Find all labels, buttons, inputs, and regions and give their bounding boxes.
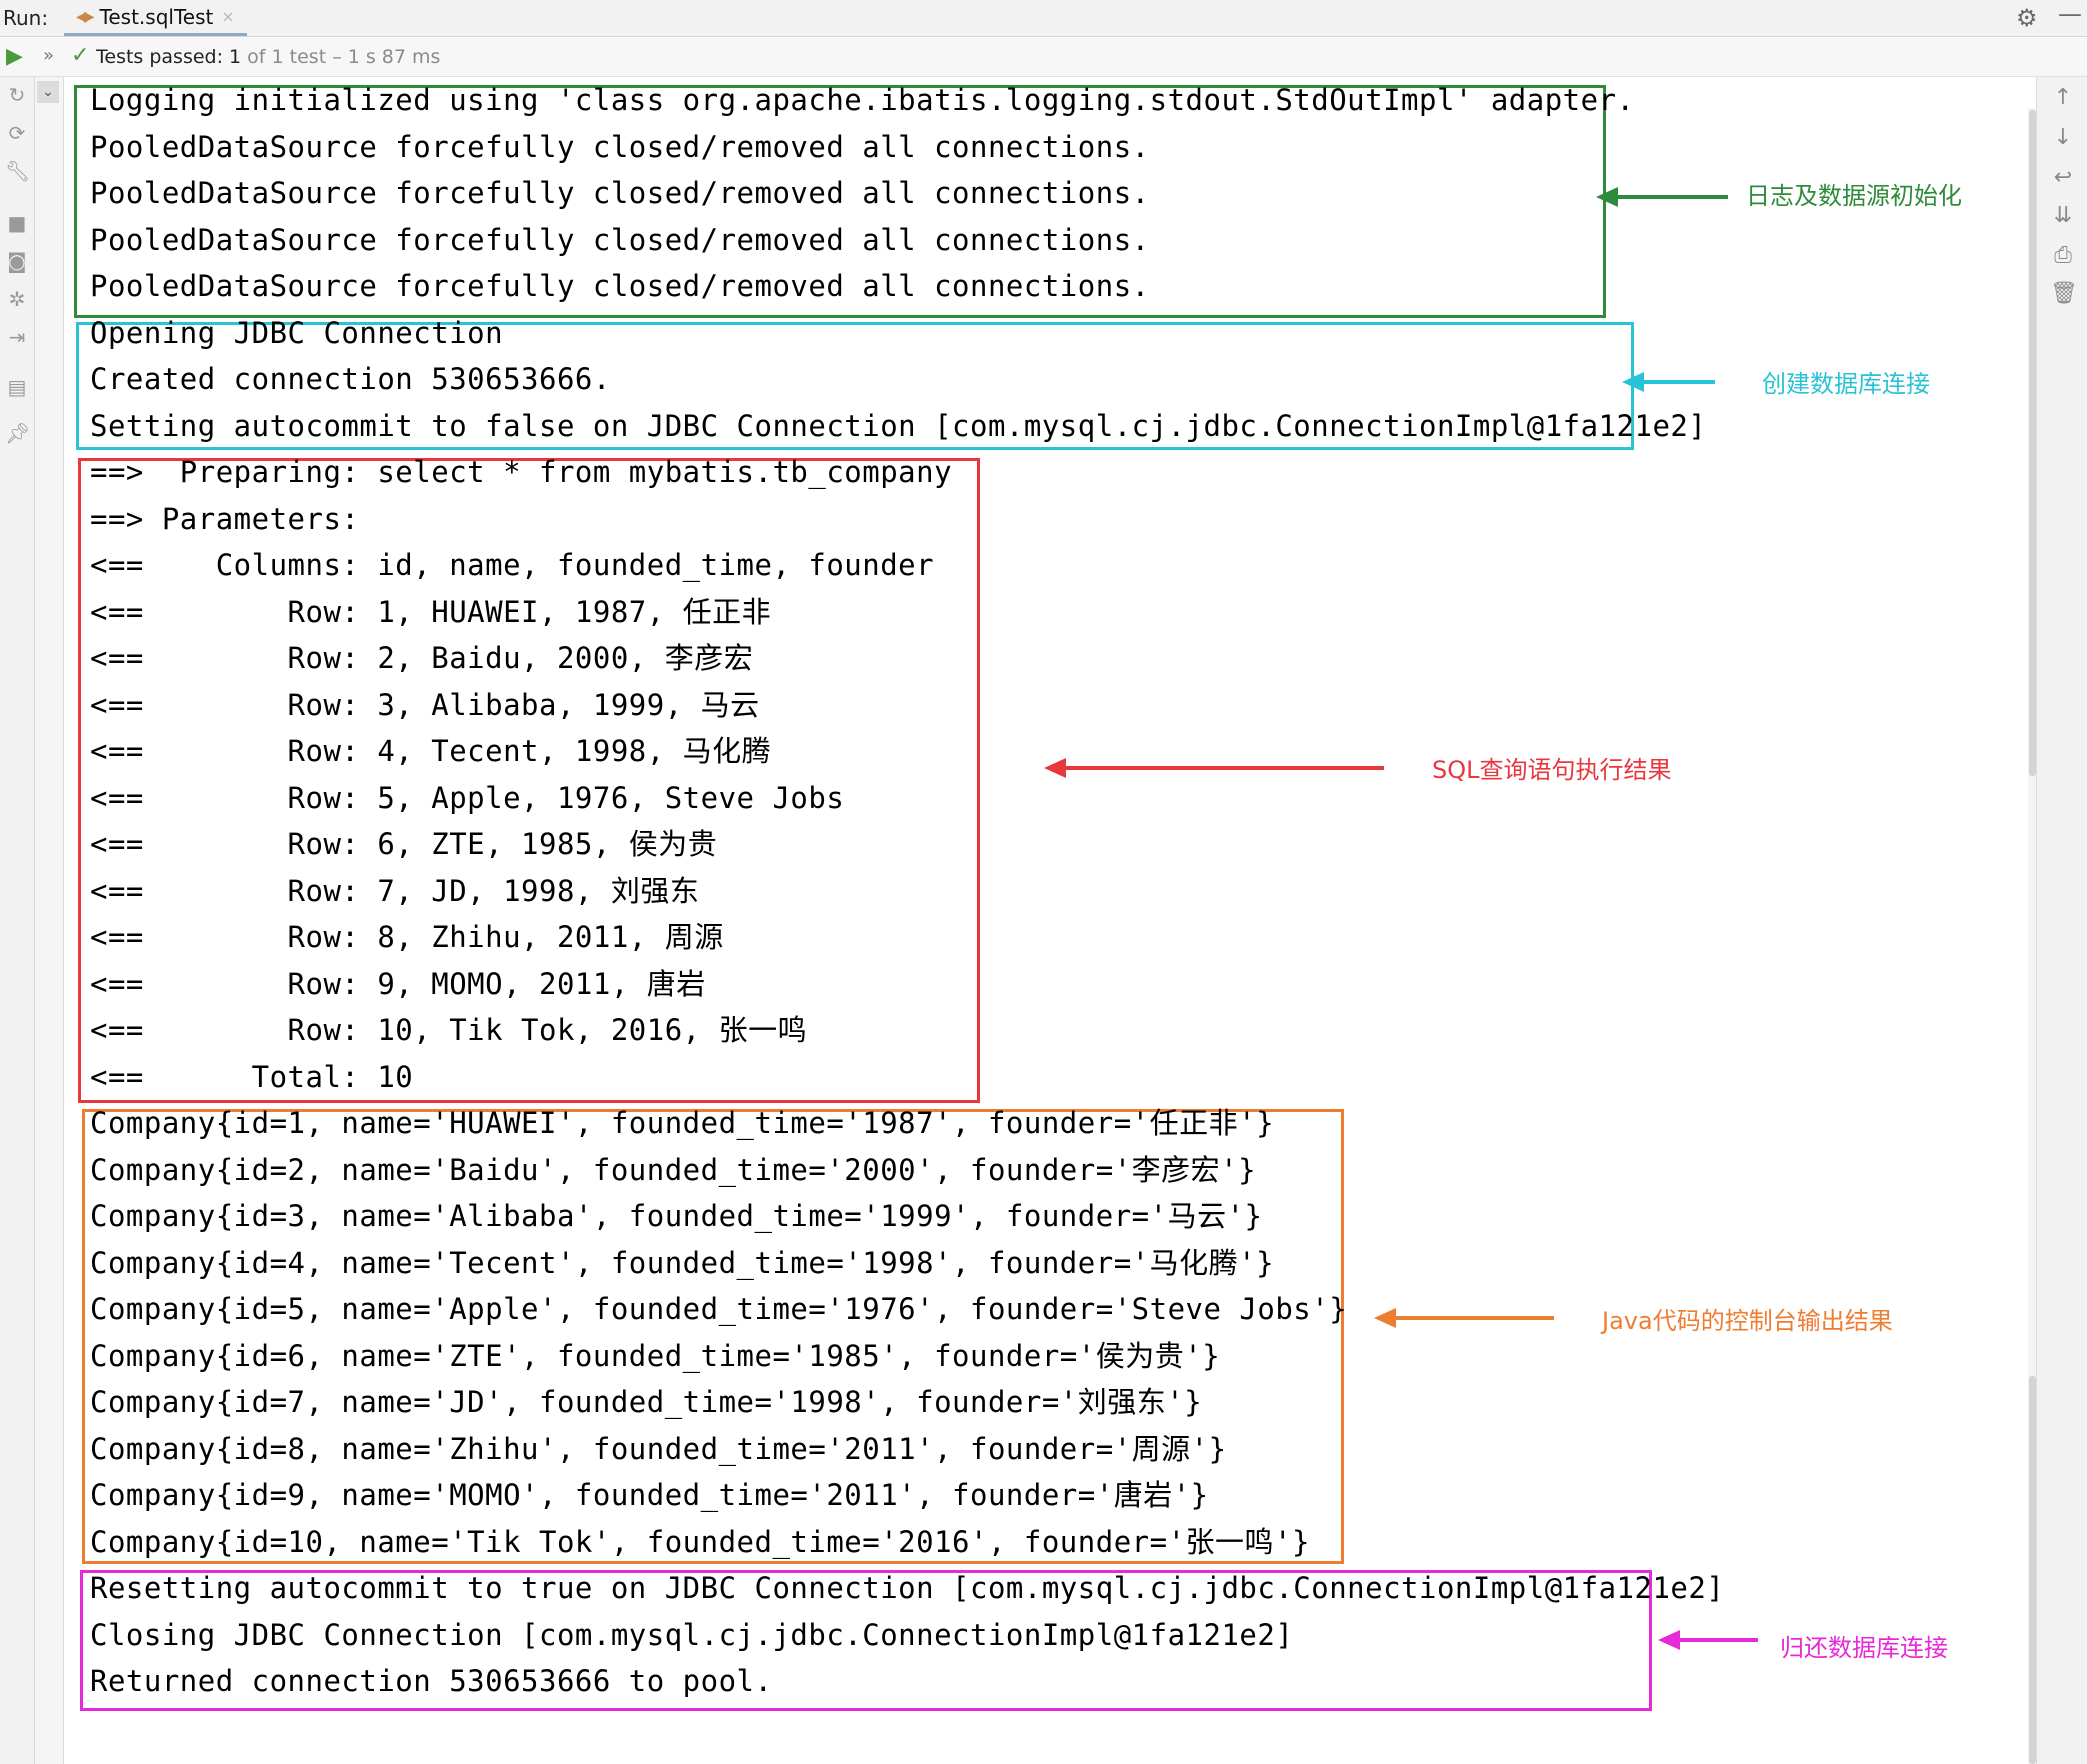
console-line: Company{id=7, name='JD', founded_time='1… [90, 1385, 1203, 1419]
rerun-failed-icon[interactable]: ↻ [8, 83, 26, 107]
console-line: Company{id=4, name='Tecent', founded_tim… [90, 1246, 1275, 1280]
test-status-bar: ▶ » ✓ Tests passed: 1 of 1 test – 1 s 87… [0, 38, 2087, 77]
toggle-auto-test-icon[interactable]: ⟳ [8, 121, 26, 145]
scroll-to-end-icon[interactable]: ⇊ [2053, 203, 2073, 228]
console-line: <== Row: 8, Zhihu, 2011, 周源 [90, 920, 724, 954]
console-line: PooledDataSource forcefully closed/remov… [90, 269, 1150, 303]
close-icon[interactable]: × [221, 7, 235, 26]
console-line: PooledDataSource forcefully closed/remov… [90, 130, 1150, 164]
expand-icon[interactable]: » [43, 45, 55, 66]
console-line: Created connection 530653666. [90, 362, 611, 396]
console-line: <== Row: 4, Tecent, 1998, 马化腾 [90, 734, 772, 768]
scrollbar-thumb[interactable] [2029, 110, 2036, 776]
java-annotation: Java代码的控制台输出结果 [1602, 1307, 1893, 1335]
console-line: <== Total: 10 [90, 1060, 414, 1094]
console-line: <== Row: 2, Baidu, 2000, 李彦宏 [90, 641, 754, 675]
init-annotation: 日志及数据源初始化 [1746, 182, 1962, 210]
console-line: Company{id=10, name='Tik Tok', founded_t… [90, 1525, 1310, 1559]
run-label: Run: [3, 6, 49, 30]
tests-passed-status: Tests passed: 1 of 1 test – 1 s 87 ms [96, 46, 440, 68]
left-toolbar: ↻ ⟳ 🔧︎ ■ ◙ ✲ ⇥ ▤ 📌︎ [0, 77, 35, 1764]
layout-icon[interactable]: ▤ [7, 375, 27, 399]
scrollbar-thumb-lower[interactable] [2029, 1376, 2036, 1764]
console-line: Logging initialized using 'class org.apa… [90, 83, 1635, 117]
console-line: <== Row: 9, MOMO, 2011, 唐岩 [90, 967, 706, 1001]
close-group-box [80, 1570, 1652, 1711]
console-line: <== Row: 7, JD, 1998, 刘强东 [90, 874, 700, 908]
console-line: ==> Preparing: select * from mybatis.tb_… [90, 455, 953, 489]
console-line: Company{id=3, name='Alibaba', founded_ti… [90, 1199, 1263, 1233]
tests-passed-label: Tests passed: 1 [96, 46, 242, 68]
trash-icon[interactable]: 🗑︎ [2050, 281, 2078, 306]
close-arrow [1658, 1630, 1758, 1650]
exit-icon[interactable]: ⇥ [8, 325, 26, 349]
camera-icon[interactable]: ◙ [7, 249, 27, 273]
console-line: <== Columns: id, name, founded_time, fou… [90, 548, 935, 582]
console-line: Company{id=6, name='ZTE', founded_time='… [90, 1339, 1221, 1373]
print-icon[interactable]: ⎙ [2054, 243, 2072, 268]
console-line: <== Row: 10, Tik Tok, 2016, 张一鸣 [90, 1013, 808, 1047]
console-line: ==> Parameters: [90, 502, 378, 536]
console-line: Closing JDBC Connection [com.mysql.cj.jd… [90, 1618, 1294, 1652]
run-tool-header: Run: ◀▶ Test.sqlTest × ⚙ — [0, 0, 2087, 37]
java-group-box [82, 1109, 1344, 1564]
down-arrow-icon[interactable]: ↓ [2053, 125, 2073, 150]
console-line: <== Row: 1, HUAWEI, 1987, 任正非 [90, 595, 772, 629]
chevron-down-icon[interactable]: ⌄ [37, 81, 59, 103]
console-line: <== Row: 6, ZTE, 1985, 侯为贵 [90, 827, 718, 861]
connect-annotation: 创建数据库连接 [1762, 370, 1930, 398]
init-arrow [1596, 187, 1728, 207]
gear-icon[interactable]: ⚙ [2016, 4, 2038, 32]
soft-wrap-icon[interactable]: ↩ [2053, 165, 2073, 190]
java-arrow [1374, 1308, 1554, 1328]
console-line: Company{id=2, name='Baidu', founded_time… [90, 1153, 1257, 1187]
sql-annotation: SQL查询语句执行结果 [1432, 756, 1672, 784]
sql-group-box [78, 458, 980, 1103]
console-line: <== Row: 5, Apple, 1976, Steve Jobs [90, 781, 845, 815]
console-line: Company{id=1, name='HUAWEI', founded_tim… [90, 1106, 1275, 1140]
wrench-icon[interactable]: 🔧︎ [5, 159, 31, 183]
close-annotation: 归还数据库连接 [1780, 1634, 1948, 1662]
connect-arrow [1622, 372, 1715, 392]
console-line: Setting autocommit to false on JDBC Conn… [90, 409, 1707, 443]
stop-icon[interactable]: ■ [7, 211, 27, 235]
test-tree-gutter: ⌄ [35, 77, 64, 1764]
tests-detail: of 1 test – 1 s 87 ms [241, 46, 441, 68]
console-line: PooledDataSource forcefully closed/remov… [90, 223, 1150, 257]
debug-icon[interactable]: ✲ [8, 287, 26, 311]
sql-arrow [1044, 758, 1384, 778]
rerun-icon[interactable]: ▶ [6, 44, 23, 69]
console-line: PooledDataSource forcefully closed/remov… [90, 176, 1150, 210]
console-line: Opening JDBC Connection [90, 316, 504, 350]
console-output[interactable]: Logging initialized using 'class org.apa… [64, 77, 2036, 1764]
tab-label: Test.sqlTest [99, 4, 214, 29]
up-arrow-icon[interactable]: ↑ [2053, 85, 2073, 110]
scrollbar-track[interactable] [2028, 108, 2036, 1764]
pin-icon[interactable]: 📌︎ [5, 421, 31, 445]
tab-test-sqltest[interactable]: ◀▶ Test.sqlTest × [64, 0, 247, 36]
minimize-icon[interactable]: — [2058, 0, 2082, 28]
console-line: Returned connection 530653666 to pool. [90, 1664, 773, 1698]
console-line: Company{id=8, name='Zhihu', founded_time… [90, 1432, 1227, 1466]
check-icon: ✓ [71, 43, 90, 68]
console-line: Company{id=5, name='Apple', founded_time… [90, 1292, 1348, 1326]
init-group-box [74, 85, 1606, 318]
console-line: Company{id=9, name='MOMO', founded_time=… [90, 1478, 1209, 1512]
code-tag-icon: ◀▶ [76, 8, 94, 25]
right-toolbar: ↑ ↓ ↩ ⇊ ⎙ 🗑︎ [2036, 77, 2087, 1764]
console-line: <== Row: 3, Alibaba, 1999, 马云 [90, 688, 760, 722]
console-line: Resetting autocommit to true on JDBC Con… [90, 1571, 1725, 1605]
